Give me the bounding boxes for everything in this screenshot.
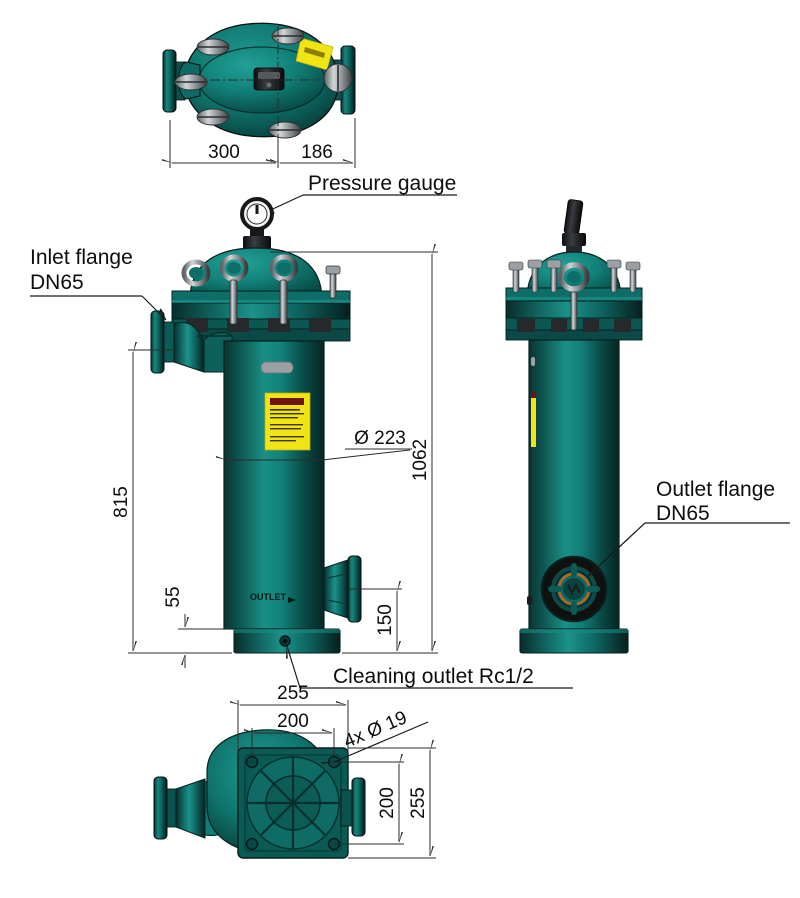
front-view-outlet-text: OUTLET [250,592,286,602]
dim-top-300: 300 [208,142,240,163]
top-view-pressure-gauge [253,67,285,91]
bottom-view-outlet-flange [340,777,366,837]
dim-bottom-holes: 4x Ø 19 [341,707,410,752]
front-view-vessel-body [223,340,325,630]
side-view [505,199,643,654]
dim-bottom-200-v: 200 [377,787,398,819]
front-view-eye-bolts [181,254,341,325]
dim-top-186: 186 [301,142,333,163]
dim-bottom-255-v: 255 [408,787,429,819]
annotation-pressure-gauge-label: Pressure gauge [308,172,456,195]
dim-bottom-200-h: 200 [277,711,309,732]
side-view-eye-bolt [558,262,590,331]
annotation-cleaning-outlet: Cleaning outlet Rc1/2 [285,644,573,689]
side-view-base [519,628,629,654]
annotation-outlet-flange-line2: DN65 [656,502,710,525]
dim-front-55: 55 [163,586,184,607]
dim-bottom-255-h: 255 [277,683,309,704]
annotation-cleaning-outlet-label: Cleaning outlet Rc1/2 [333,665,534,688]
top-view-swing-bolts [174,27,353,139]
side-view-label-edge [531,392,536,447]
front-view-base [233,628,341,654]
front-view-id-plate [260,361,294,374]
dim-front-150: 150 [375,604,396,636]
dim-front-815: 815 [111,486,132,518]
front-view: OUTLET 815 55 Ø 223 [111,197,438,668]
annotation-outlet-flange: Outlet flange DN65 [587,478,790,577]
annotation-outlet-flange-line1: Outlet flange [656,478,775,501]
dim-front-dia223: Ø 223 [354,428,406,449]
annotation-inlet-flange-line2: DN65 [30,271,84,294]
top-view: 300 186 [162,22,356,168]
front-view-warning-label [264,392,311,451]
annotation-pressure-gauge: Pressure gauge [260,172,457,215]
annotation-inlet-flange-line1: Inlet flange [30,246,133,269]
dim-front-1062: 1062 [410,439,431,481]
side-view-bolt-studs [508,259,641,293]
annotation-inlet-flange: Inlet flange DN65 [30,246,167,321]
bottom-view: 255 200 200 255 4x Ø 19 [153,683,436,859]
